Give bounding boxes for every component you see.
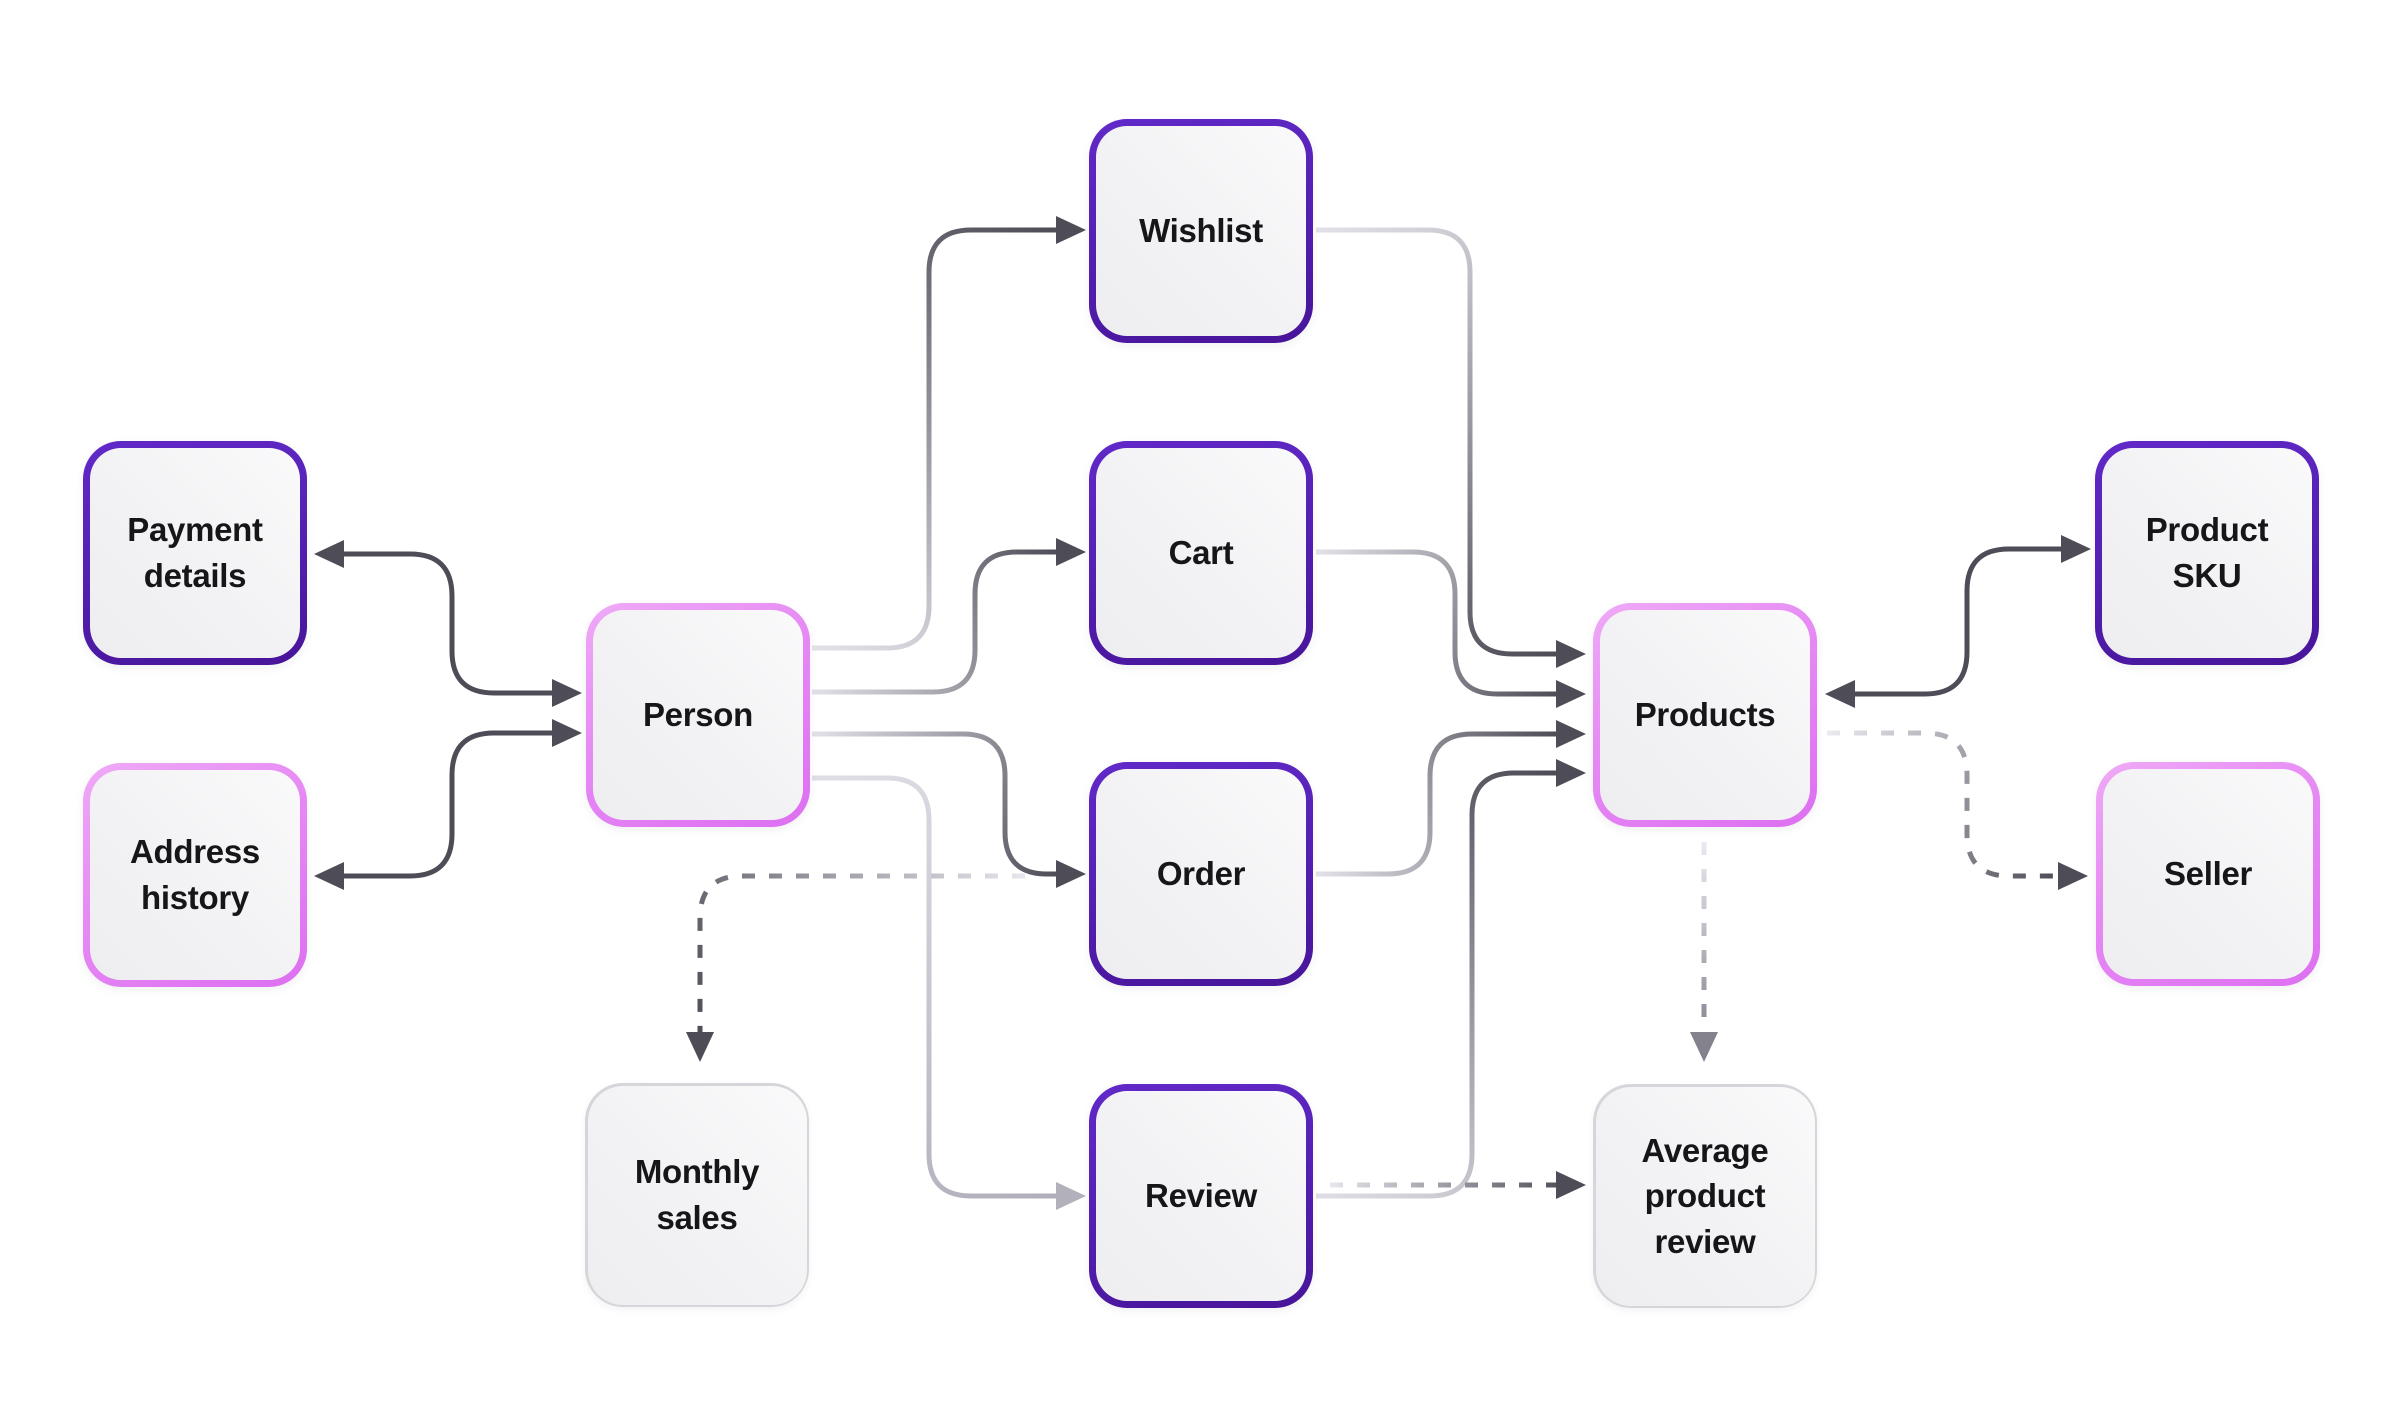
node-body: Person [593,610,803,820]
arrowhead [1056,1182,1086,1210]
node-body: Average product review [1595,1086,1815,1306]
arrowhead [552,719,582,747]
edge-review-average-product-review [1330,1171,1586,1199]
edge-person-cart [812,538,1086,695]
edge-review-products [1316,759,1586,1199]
node-label: Person [642,696,754,734]
arrowhead [1825,680,1855,708]
arrowhead [1556,759,1586,787]
arrowhead [1056,860,1086,888]
node-body: Payment details [90,448,300,658]
node-label: Monthly sales [634,1153,760,1236]
edge-products-product-sku [1825,535,2091,708]
node-review[interactable]: Review [1089,1084,1313,1308]
node-product-sku[interactable]: Product SKU [2095,441,2319,665]
arrowhead [1056,538,1086,566]
edge-person-wishlist [812,216,1086,651]
arrowhead [686,1032,714,1062]
node-label: Products [1634,696,1776,734]
edge-products-seller [1827,730,2088,890]
arrowhead [314,540,344,568]
arrowhead [552,679,582,707]
node-body: Review [1096,1091,1306,1301]
arrowhead [1056,216,1086,244]
node-label: Review [1145,1177,1257,1215]
edge-person-address-history [314,719,582,890]
node-seller[interactable]: Seller [2096,762,2320,986]
node-body: Product SKU [2102,448,2312,658]
node-cart[interactable]: Cart [1089,441,1313,665]
node-label: Seller [2163,855,2253,893]
node-body: Order [1096,769,1306,979]
node-products[interactable]: Products [1593,603,1817,827]
node-label: Address history [130,833,260,916]
arrowhead [2061,535,2091,563]
arrowhead [1690,1032,1718,1062]
node-monthly-sales[interactable]: Monthly sales [585,1083,809,1307]
node-address-history[interactable]: Address history [83,763,307,987]
node-label: Average product review [1641,1131,1769,1260]
node-label: Wishlist [1139,212,1263,250]
node-body: Monthly sales [587,1085,807,1305]
edge-products-average-product-review [1690,842,1718,1062]
arrowhead [1556,720,1586,748]
edge-person-order [812,731,1086,888]
node-body: Address history [90,770,300,980]
node-body: Wishlist [1096,126,1306,336]
edge-person-payment-details [314,540,582,707]
node-body: Seller [2103,769,2313,979]
edge-cart-products [1316,549,1586,708]
node-person[interactable]: Person [586,603,810,827]
arrowhead [2058,862,2088,890]
node-label: Product SKU [2145,511,2269,594]
node-average-product-review[interactable]: Average product review [1593,1084,1817,1308]
edge-wishlist-products [1316,227,1586,668]
node-label: Cart [1168,534,1234,572]
node-label: Order [1156,855,1246,893]
arrowhead [1556,1171,1586,1199]
edge-person-review [812,775,1086,1210]
arrowhead [314,862,344,890]
node-body: Products [1600,610,1810,820]
arrowhead [1556,640,1586,668]
arrowhead [1556,680,1586,708]
node-wishlist[interactable]: Wishlist [1089,119,1313,343]
node-order[interactable]: Order [1089,762,1313,986]
edge-order-monthly-sales [686,873,1025,1062]
node-payment-details[interactable]: Payment details [83,441,307,665]
edge-order-products [1316,720,1586,877]
node-label: Payment details [127,511,263,594]
node-body: Cart [1096,448,1306,658]
